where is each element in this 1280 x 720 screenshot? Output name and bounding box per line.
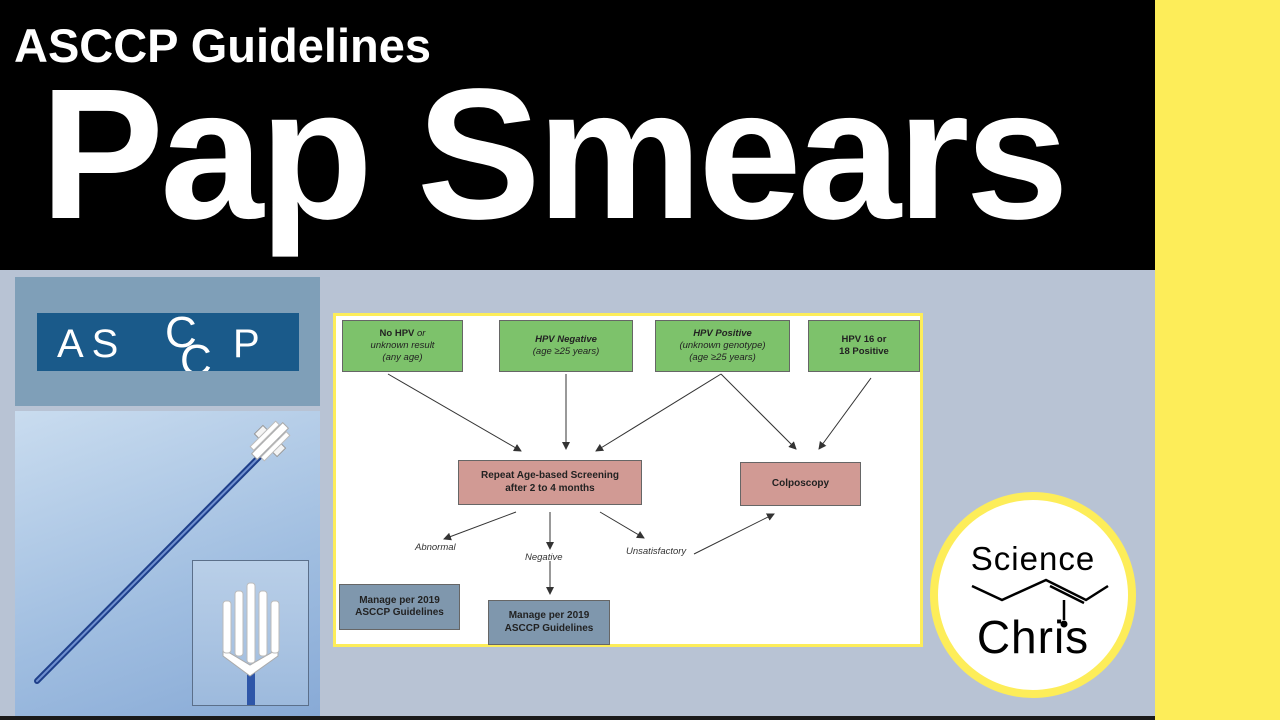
node-no-hpv-suffix: or xyxy=(414,328,426,340)
logo-letter-p: P xyxy=(233,322,260,366)
edge-label-abnormal: Abnormal xyxy=(415,542,456,553)
logo-letter-c2: C xyxy=(180,336,212,371)
node-no-hpv-line3: (any age) xyxy=(382,351,423,363)
cytobrush-photo xyxy=(15,411,320,716)
logo-chris-text: Chris xyxy=(976,611,1090,663)
science-chris-logo: Science Chris xyxy=(930,492,1136,698)
node-manage-negative-line2: ASCCP Guidelines xyxy=(504,622,594,634)
asccp-logo-graphic: AS C C P xyxy=(57,313,260,371)
node-hpv-positive-title: HPV Positive xyxy=(693,328,752,340)
node-repeat-line2: after 2 to 4 months xyxy=(505,482,595,494)
node-manage-negative-line1: Manage per 2019 xyxy=(508,610,590,621)
node-hpv-negative: HPV Negative(age ≥25 years) xyxy=(499,320,633,372)
node-hpv-16-18-line1: HPV 16 or xyxy=(841,334,887,346)
node-hpv-positive: HPV Positive(unknown genotype)(age ≥25 y… xyxy=(655,320,790,372)
asccp-logo: AS C C P xyxy=(37,313,299,371)
logo-letters-as: AS xyxy=(57,322,126,366)
page-title: Pap Smears xyxy=(40,51,1069,258)
node-repeat-line1: Repeat Age-based Screening xyxy=(480,470,619,481)
node-manage-abnormal-line1: Manage per 2019 xyxy=(359,594,440,606)
edge-label-negative: Negative xyxy=(525,552,563,563)
brush-closeup-illustration xyxy=(222,582,280,705)
node-no-hpv-line2: unknown result xyxy=(370,340,435,352)
brush-closeup-inset xyxy=(192,560,309,706)
node-hpv-negative-line2: (age ≥25 years) xyxy=(532,346,600,357)
cytobrush-illustration xyxy=(34,420,291,684)
flowchart-arrows xyxy=(387,373,872,595)
node-hpv-negative-title: HPV Negative xyxy=(535,334,597,346)
molecule-bond-graphic xyxy=(971,578,1109,628)
asccp-logo-panel: AS C C P xyxy=(15,277,320,406)
node-colposcopy-label: Colposcopy xyxy=(771,477,830,489)
node-colposcopy: Colposcopy xyxy=(740,462,861,506)
subtitle: ASCCP Guidelines xyxy=(14,19,432,72)
bottom-divider xyxy=(0,716,1155,720)
science-chris-logo-inner: Science Chris xyxy=(938,500,1128,690)
node-manage-abnormal-line2: ASCCP Guidelines xyxy=(355,607,444,618)
node-hpv-positive-line2: (unknown genotype) xyxy=(679,340,766,352)
node-hpv-positive-line3: (age ≥25 years) xyxy=(689,351,756,363)
yellow-side-bar xyxy=(1155,0,1280,720)
node-hpv-16-18-line2: 18 Positive xyxy=(839,346,889,357)
edge-label-unsatisfactory: Unsatisfactory xyxy=(626,546,687,557)
logo-science-text: Science xyxy=(970,540,1096,577)
logo-letter-c1: C xyxy=(165,313,197,357)
title-banner: ASCCP Guidelines Pap Smears xyxy=(0,0,1155,270)
node-no-hpv-title: No HPV xyxy=(379,328,415,340)
